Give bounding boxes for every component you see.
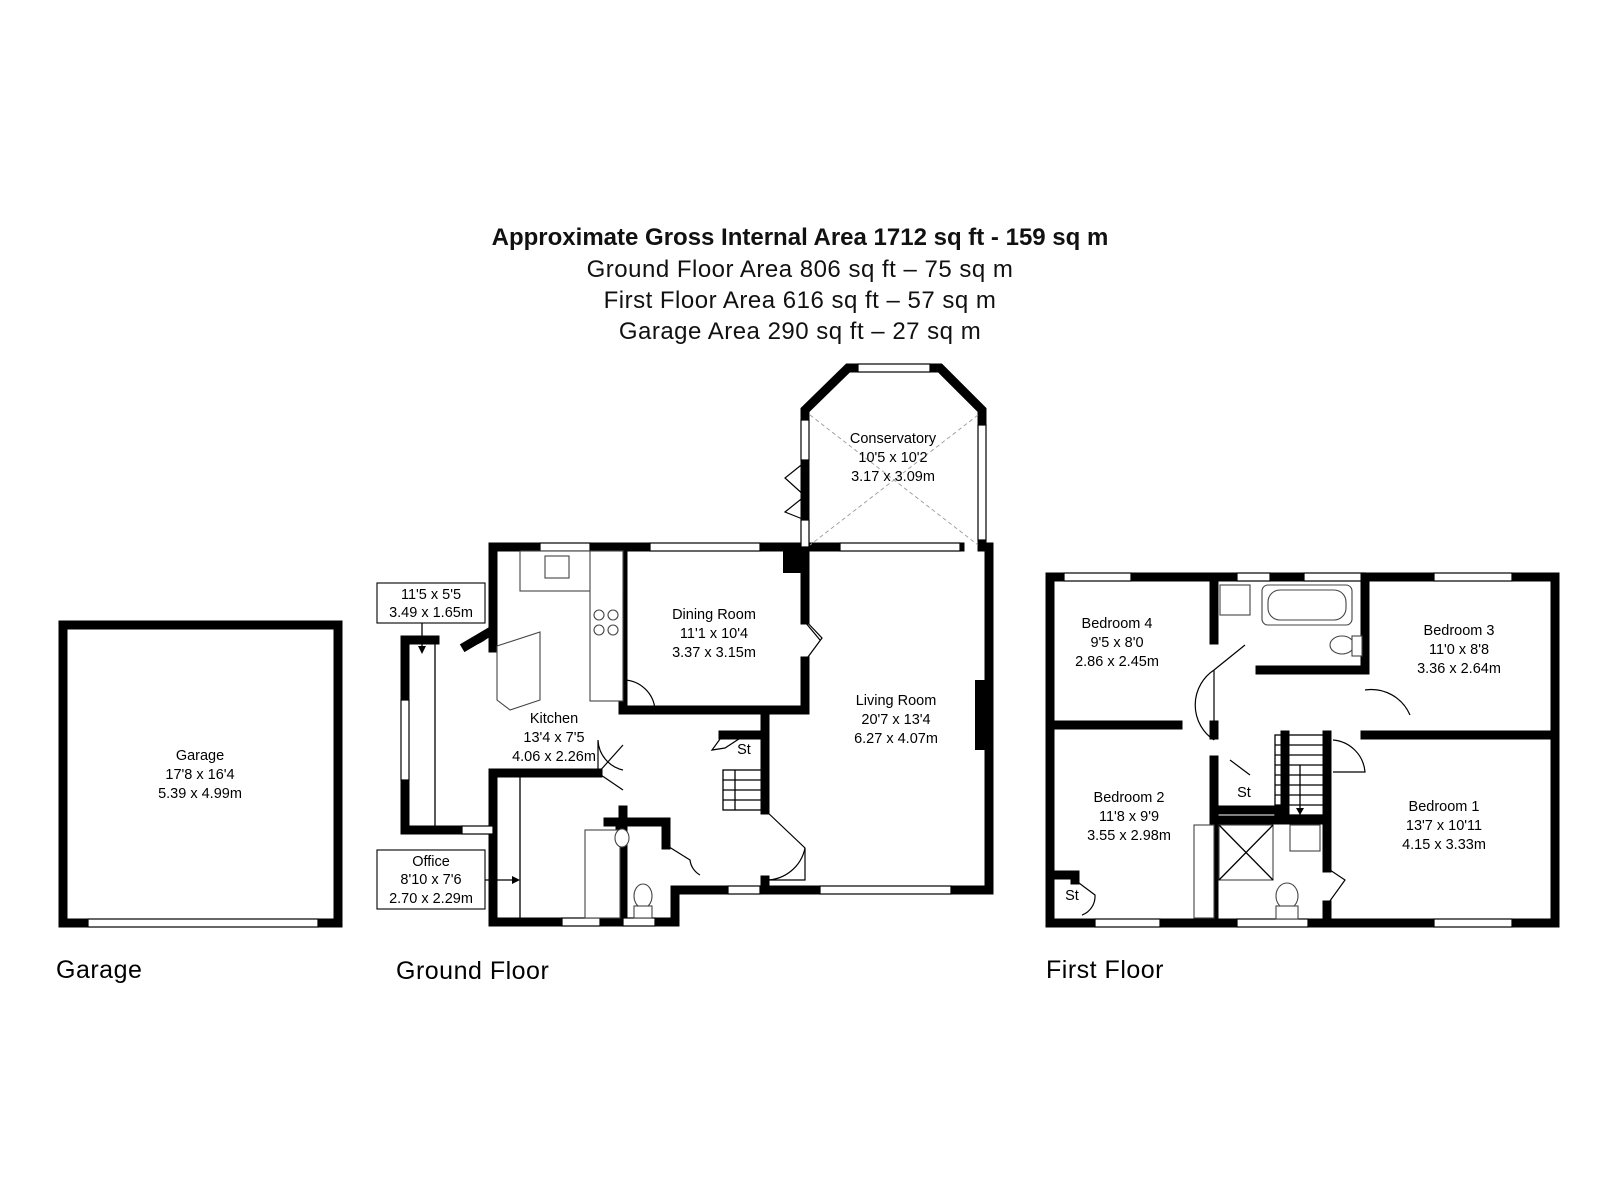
conservatory-imperial: 10'5 x 10'2 <box>858 450 927 466</box>
bed3-metric: 3.36 x 2.64m <box>1417 661 1501 677</box>
bed4-imperial: 9'5 x 8'0 <box>1090 635 1143 651</box>
garage-area-line: Garage Area 290 sq ft – 27 sq m <box>618 318 982 345</box>
conservatory-name: Conservatory <box>850 431 937 447</box>
bed4-window <box>1063 572 1132 582</box>
office-imperial: 8'10 x 7'6 <box>400 872 461 888</box>
bed2-name: Bedroom 2 <box>1094 790 1165 806</box>
living-window-rear <box>839 542 961 552</box>
landing-storage-label: St <box>1237 785 1251 801</box>
office-callout <box>376 849 520 910</box>
chimney-breast <box>783 547 805 573</box>
dining-window <box>649 542 761 552</box>
utility-window <box>400 699 410 781</box>
office-name: Office <box>412 854 450 870</box>
ground-storage-label: St <box>737 742 751 758</box>
ground-area-line: Ground Floor Area 806 sq ft – 75 sq m <box>586 256 1014 283</box>
garage-room-metric: 5.39 x 4.99m <box>158 786 242 802</box>
garage-room-name: Garage <box>176 748 224 764</box>
living-imperial: 20'7 x 13'4 <box>861 712 930 728</box>
conservatory-metric: 3.17 x 3.09m <box>851 469 935 485</box>
dining-imperial: 11'1 x 10'4 <box>680 626 748 642</box>
bed3-imperial: 11'0 x 8'8 <box>1429 642 1489 658</box>
kitchen-metric: 4.06 x 2.26m <box>512 749 596 765</box>
dining-metric: 3.37 x 3.15m <box>672 645 756 661</box>
bed3-window <box>1433 572 1513 582</box>
hall-window <box>727 885 761 895</box>
bath-window <box>1236 572 1271 582</box>
bed3-name: Bedroom 3 <box>1424 623 1495 639</box>
first-stairs <box>1274 734 1328 816</box>
utility-window-2 <box>461 825 494 835</box>
fireplace <box>975 680 989 750</box>
office-window <box>561 917 601 927</box>
utility-imperial: 11'5 x 5'5 <box>401 587 461 603</box>
first-area-line: First Floor Area 616 sq ft – 57 sq m <box>603 287 997 314</box>
ground-floor-label: Ground Floor <box>396 957 549 985</box>
conservatory-window-w2 <box>800 519 810 548</box>
garage-floor-label: Garage <box>56 956 142 984</box>
bed2-window <box>1094 918 1161 928</box>
living-name: Living Room <box>856 693 937 709</box>
utility-metric: 3.49 x 1.65m <box>389 605 473 621</box>
ground-stairs <box>722 769 766 811</box>
bed1-name: Bedroom 1 <box>1409 799 1480 815</box>
office-metric: 2.70 x 2.29m <box>389 891 473 907</box>
ground-floor-plan <box>400 363 994 927</box>
utility-callout <box>376 582 486 654</box>
bed2-storage-label: St <box>1065 888 1079 904</box>
bed1-window <box>1433 918 1513 928</box>
kitchen-window <box>539 542 591 552</box>
wc-window <box>622 917 656 927</box>
bed4-name: Bedroom 4 <box>1082 616 1153 632</box>
conservatory-window-n <box>857 363 931 373</box>
kitchen-imperial: 13'4 x 7'5 <box>523 730 584 746</box>
landing-window <box>1303 572 1366 582</box>
bed1-metric: 4.15 x 3.33m <box>1402 837 1486 853</box>
conservatory-window-w <box>800 419 810 461</box>
garage-room-imperial: 17'8 x 16'4 <box>165 767 234 783</box>
garage-plan <box>58 620 343 928</box>
bed2-imperial: 11'8 x 9'9 <box>1099 809 1159 825</box>
gross-area-title: Approximate Gross Internal Area 1712 sq … <box>491 224 1109 251</box>
first-floor-label: First Floor <box>1046 956 1164 984</box>
conservatory-window-e <box>977 424 987 541</box>
bed4-metric: 2.86 x 2.45m <box>1075 654 1159 670</box>
bed1-imperial: 13'7 x 10'11 <box>1406 818 1482 834</box>
first-floor-plan <box>1045 572 1560 928</box>
garage-door <box>87 918 319 928</box>
ensuite-window <box>1236 918 1309 928</box>
kitchen-name: Kitchen <box>530 711 578 727</box>
bed2-metric: 3.55 x 2.98m <box>1087 828 1171 844</box>
area-summary: Approximate Gross Internal Area 1712 sq … <box>0 222 1600 347</box>
living-metric: 6.27 x 4.07m <box>854 731 938 747</box>
living-window-front <box>819 885 952 895</box>
dining-name: Dining Room <box>672 607 756 623</box>
